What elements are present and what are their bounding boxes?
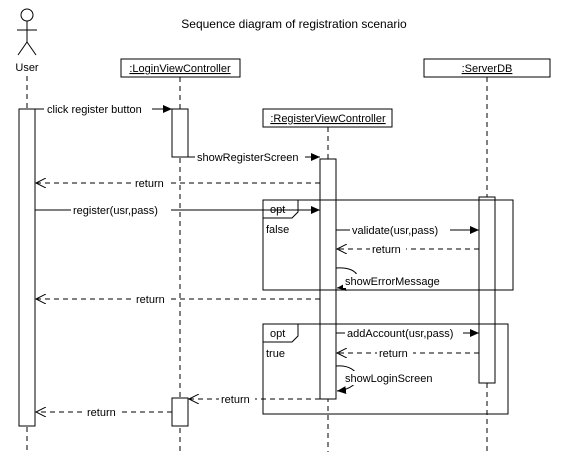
participant-login-view-controller: :LoginViewController <box>120 58 241 78</box>
message-register-label: register(usr,pass) <box>73 205 158 217</box>
message-return-2-label: return <box>372 244 401 256</box>
message-return-6-label: return <box>87 407 116 419</box>
opt-fragment-false: opt false <box>262 199 514 291</box>
message-return-1-label: return <box>135 178 164 190</box>
user-actor <box>17 8 37 56</box>
message-return-4-label: return <box>379 348 408 360</box>
diagram-title: Sequence diagram of registration scenari… <box>181 17 407 31</box>
fragment-operator-2: opt <box>270 328 285 340</box>
message-return-5-label: return <box>221 394 250 406</box>
participant-label-serverdb: :ServerDB <box>462 63 513 75</box>
participant-server-db: :ServerDB <box>423 58 551 78</box>
participant-label-login: :LoginViewController <box>129 63 231 75</box>
message-show-error-label: showErrorMessage <box>345 276 440 288</box>
fragment-guard-2: true <box>266 348 285 360</box>
user-activation-bar <box>18 108 36 427</box>
login-activation-bar-1 <box>171 108 189 158</box>
user-actor-label: User <box>15 62 39 74</box>
message-show-register-label: showRegisterScreen <box>197 152 299 164</box>
message-show-login-label: showLoginScreen <box>345 373 432 385</box>
message-click-register-label: click register button <box>47 104 142 116</box>
fragment-guard-1: false <box>266 224 289 236</box>
login-activation-bar-2 <box>171 397 189 427</box>
message-validate-label: validate(usr,pass) <box>352 225 438 237</box>
participant-register-view-controller: :RegisterViewController <box>262 108 393 128</box>
message-return-3-label: return <box>136 294 165 306</box>
message-add-account-label: addAccount(usr,pass) <box>347 328 453 340</box>
participant-label-register: :RegisterViewController <box>270 113 386 125</box>
opt-fragment-true: opt true <box>262 323 509 415</box>
register-activation-bar <box>319 158 337 400</box>
